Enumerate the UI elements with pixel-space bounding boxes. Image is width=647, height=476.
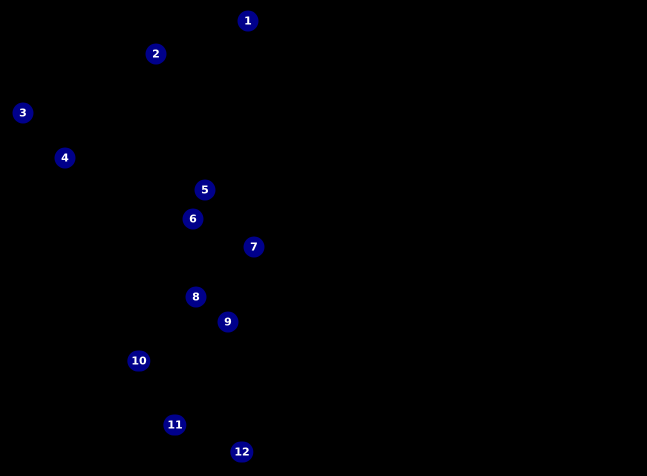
marker-2[interactable]: 2 bbox=[145, 43, 167, 65]
marker-6[interactable]: 6 bbox=[182, 208, 204, 230]
marker-1[interactable]: 1 bbox=[237, 10, 259, 32]
marker-10[interactable]: 10 bbox=[127, 350, 151, 372]
marker-9[interactable]: 9 bbox=[217, 311, 239, 333]
marker-7[interactable]: 7 bbox=[243, 236, 265, 258]
marker-3[interactable]: 3 bbox=[12, 102, 34, 124]
marker-5[interactable]: 5 bbox=[194, 179, 216, 201]
marker-8[interactable]: 8 bbox=[185, 286, 207, 308]
marker-11[interactable]: 11 bbox=[163, 414, 187, 436]
marker-12[interactable]: 12 bbox=[230, 441, 254, 463]
marker-4[interactable]: 4 bbox=[54, 147, 76, 169]
